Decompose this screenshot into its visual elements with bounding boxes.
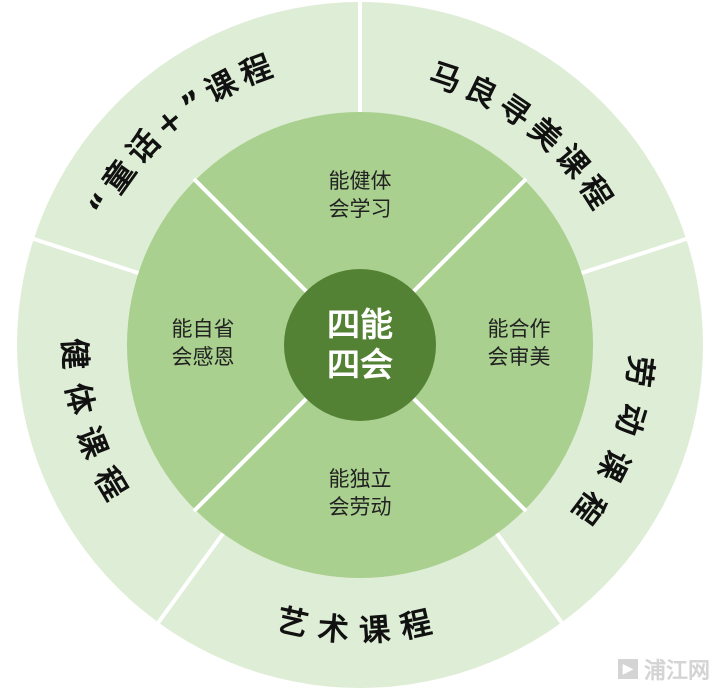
middle-divider	[192, 177, 310, 295]
middle-divider	[410, 177, 528, 295]
center-circle	[284, 269, 436, 421]
center-title-line1: 四能	[327, 305, 393, 344]
outer-divider	[155, 529, 227, 626]
ability-independence-labor-1: 能独立	[329, 467, 392, 491]
watermark-text: 浦江网	[643, 659, 710, 684]
ability-fitness-learning-2: 会学习	[329, 197, 392, 221]
middle-divider	[192, 395, 310, 513]
ability-independence-labor-2: 会劳动	[329, 495, 392, 519]
ability-cooperation-aesthetic-1: 能合作	[488, 317, 551, 341]
outer-divider	[31, 236, 142, 276]
ability-reflection-gratitude-1: 能自省	[172, 317, 235, 341]
outer-divider	[493, 529, 565, 626]
play-logo-icon: ▶	[617, 659, 638, 679]
outer-divider	[578, 236, 689, 276]
watermark: ▶ 浦江网	[617, 653, 710, 685]
ability-reflection-gratitude-2: 会感恩	[172, 345, 235, 369]
ability-cooperation-aesthetic-2: 会审美	[488, 345, 551, 369]
middle-divider	[410, 395, 528, 513]
ability-fitness-learning-1: 能健体	[329, 169, 392, 193]
center-title-line2: 四会	[327, 345, 393, 384]
